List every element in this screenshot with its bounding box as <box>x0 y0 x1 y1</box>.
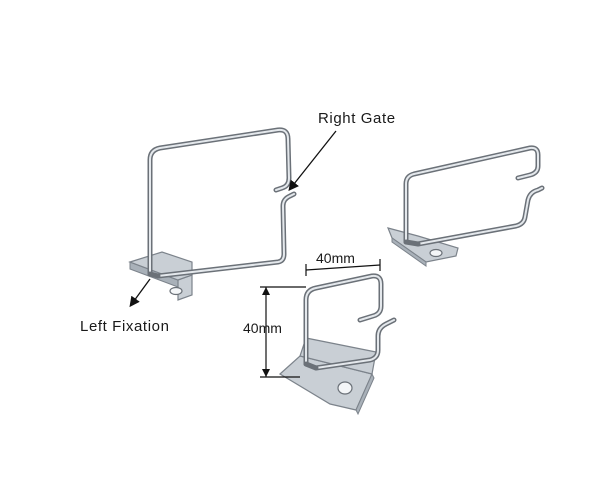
front-cable-ring <box>278 273 397 416</box>
width-dimension-label: 40mm <box>316 250 355 266</box>
side-ring-wire-lower <box>415 185 545 247</box>
right-gate-arrow <box>288 130 337 192</box>
left-fixation-label: Left Fixation <box>80 318 170 335</box>
side-base-plate-edge <box>391 237 427 267</box>
side-mounting-hole <box>429 248 443 258</box>
main-cable-ring <box>128 127 297 301</box>
front-base-plate-edge <box>355 372 375 416</box>
right-gate-label: Right Gate <box>318 110 396 127</box>
front-mounting-hole <box>337 381 353 395</box>
left-fixation-callout: Left Fixation <box>80 278 170 335</box>
width-dimension: 40mm <box>305 250 381 276</box>
left-fixation-arrow <box>129 278 151 308</box>
main-mounting-hole <box>169 286 183 296</box>
width-dimension-line <box>305 264 381 271</box>
height-dimension: 40mm <box>243 286 306 378</box>
side-cable-ring <box>386 145 545 267</box>
main-ring-wire <box>147 127 292 277</box>
height-dimension-label: 40mm <box>243 320 282 336</box>
right-gate-callout: Right Gate <box>288 110 396 192</box>
